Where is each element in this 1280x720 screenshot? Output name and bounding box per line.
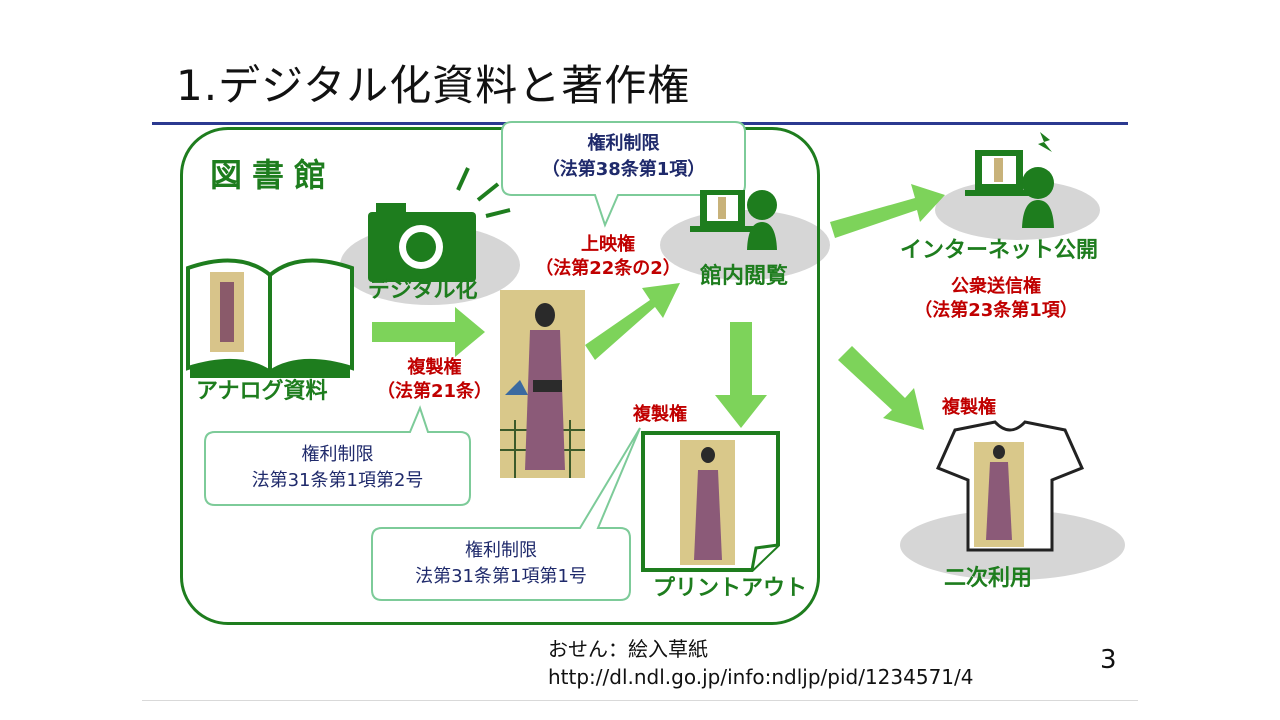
callout-art38-line1: 権利制限 (587, 133, 660, 154)
arrow-reading-to-print (715, 322, 767, 428)
callout-art38-line2: （法第38条第1項） (541, 159, 706, 180)
right-reproduction-print: 複製権 (633, 404, 687, 425)
node-printout: プリントアウト (653, 576, 808, 601)
source-title: おせん：絵入草紙 (548, 637, 708, 661)
camera-icon (368, 167, 511, 282)
right-screening: 上映権 （法第22条の2） (528, 233, 688, 281)
source-url: http://dl.ndl.go.jp/info:ndljp/pid/12345… (548, 665, 974, 689)
right-screening-line2: （法第22条の2） (535, 258, 681, 279)
callout-art31-1-line2: 法第31条第1項第1号 (415, 566, 587, 587)
right-reproduction-secondary: 複製権 (942, 397, 996, 418)
arrow-to-internet (830, 184, 945, 238)
callout-art31-2-bubble (204, 405, 471, 506)
right-public-transmission: 公衆送信権 （法第23条第1項） (896, 275, 1096, 323)
node-digitize: デジタル化 (368, 278, 478, 303)
callout-art31-1: 権利制限 法第31条第1項第1号 (372, 538, 630, 590)
ukiyoe-image (500, 290, 585, 478)
footer-rule (142, 700, 1138, 701)
arrow-image-to-reading (585, 283, 680, 360)
node-internet: インターネット公開 (900, 238, 1099, 263)
tshirt-icon (935, 420, 1085, 552)
library-label: 図書館 (210, 156, 337, 194)
right-public-transmission-line2: （法第23条第1項） (914, 300, 1078, 321)
node-reading-room: 館内閲覧 (700, 264, 789, 289)
callout-art31-1-bubble (371, 427, 641, 601)
right-reproduction-main: 複製権 （法第21条） (372, 356, 497, 404)
node-analog: アナログ資料 (196, 379, 328, 404)
callout-art38: 権利制限 （法第38条第1項） (502, 131, 745, 183)
right-public-transmission-line1: 公衆送信権 (951, 276, 1041, 297)
callout-art38-bubble (501, 121, 746, 228)
callout-art31-2-line2: 法第31条第1項第2号 (251, 470, 424, 491)
node-secondary-use: 二次利用 (944, 566, 1033, 591)
right-screening-line1: 上映権 (581, 234, 635, 255)
person-computer-icon (690, 190, 777, 250)
callout-art31-1-line1: 権利制限 (465, 540, 537, 561)
image-source: おせん：絵入草紙 http://dl.ndl.go.jp/info:ndljp/… (548, 635, 973, 691)
right-reproduction-main-line1: 複製権 (407, 357, 462, 378)
page-title: 1.デジタル化資料と著作権 (176, 61, 691, 110)
arrow-analog-to-image (372, 307, 485, 357)
internet-person-icon (965, 132, 1054, 228)
arrow-to-secondary (838, 346, 924, 430)
callout-art31-2-line1: 権利制限 (301, 444, 374, 465)
callout-art31-2: 権利制限 法第31条第1項第2号 (205, 442, 470, 494)
right-reproduction-main-line2: （法第21条） (376, 381, 493, 402)
printed-page-icon (641, 431, 780, 572)
library-boundary (180, 127, 820, 625)
page-number: 3 (1100, 645, 1117, 675)
